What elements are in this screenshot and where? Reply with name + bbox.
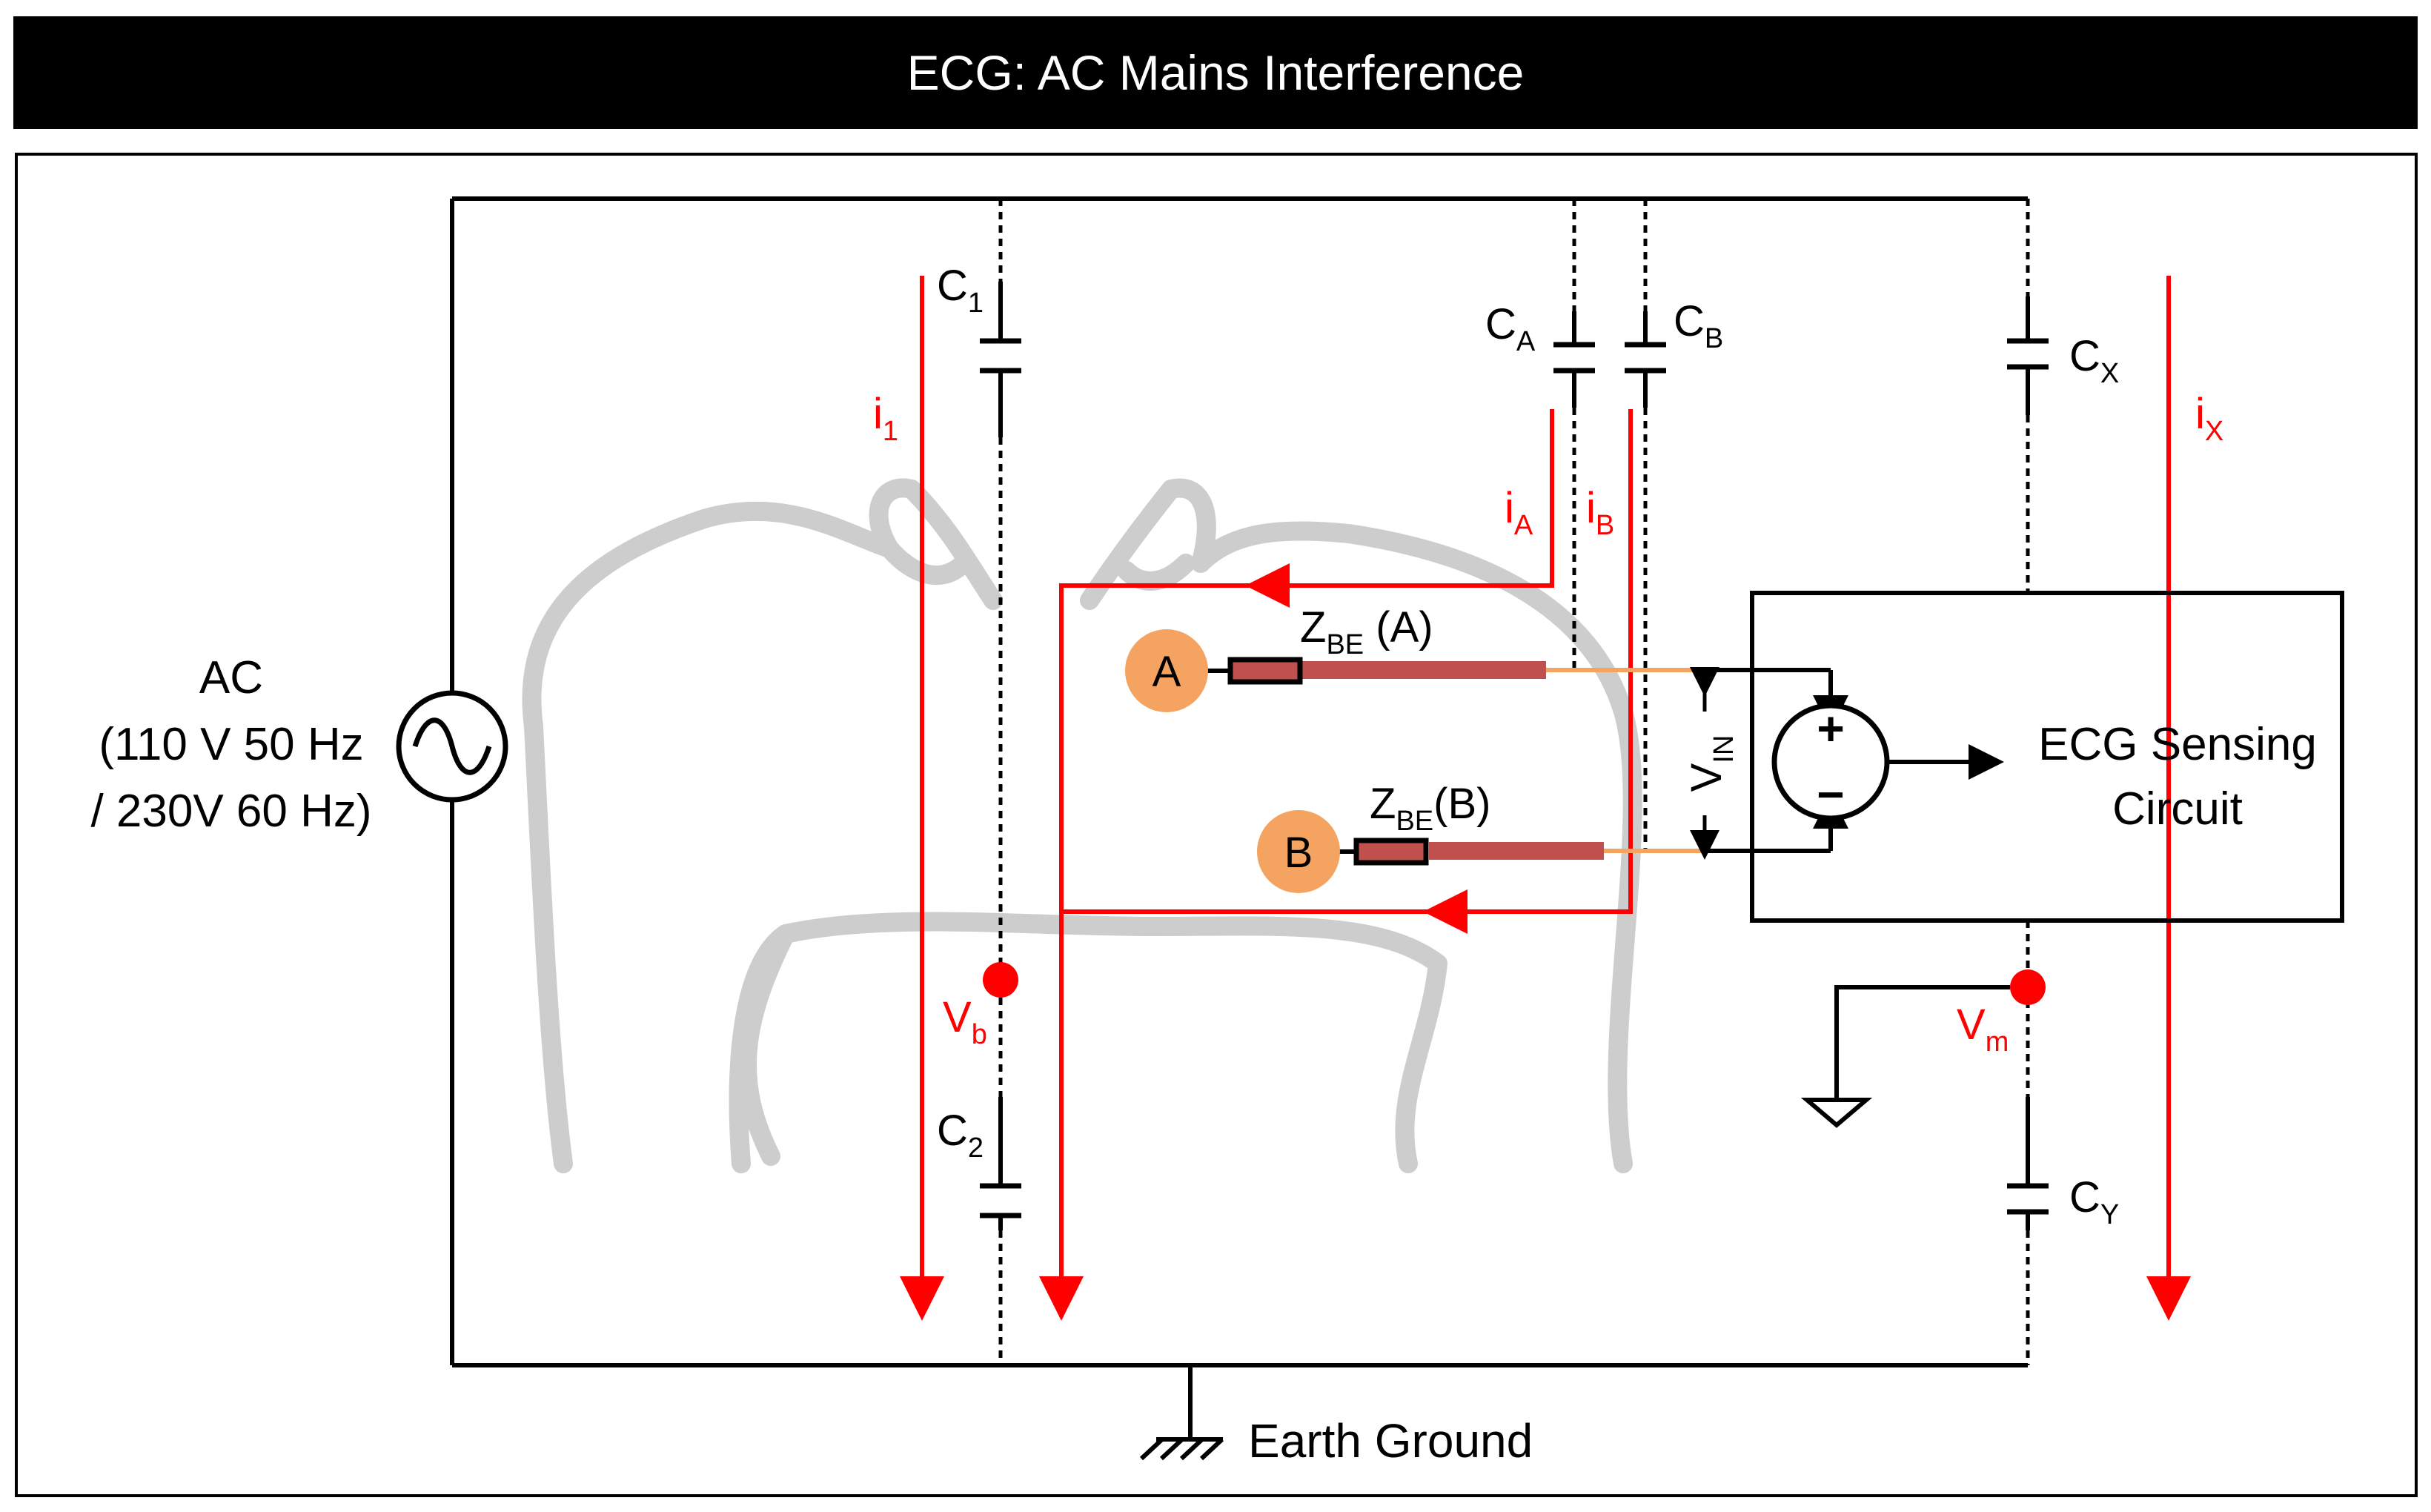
electrode-b: B: [1257, 810, 1604, 893]
amplifier-wiring: [1705, 668, 2004, 853]
impedance-zbe-b-icon: [1353, 838, 1429, 866]
differential-amplifier-icon: [1771, 703, 1890, 821]
diagram-frame: [15, 153, 2418, 1497]
ecg-sensing-circuit-box: [1750, 591, 2344, 923]
earth-ground-icon: [1139, 1437, 1224, 1461]
ac-source-spec-line2: / 230V 60 Hz): [90, 786, 371, 837]
electrode-a: A: [1125, 629, 1546, 712]
amplifier-plus-sign: +: [1817, 702, 1844, 755]
ac-source-spec-line1: (110 V 50 Hz: [99, 719, 363, 770]
current-ib-path: [1061, 409, 1633, 914]
capacitor-ca-icon: [1553, 342, 1595, 374]
electrode-lead-wires: [1546, 668, 1705, 853]
ac-source-icon: [396, 690, 508, 803]
voltage-vm-label: Vm: [1957, 1001, 2009, 1058]
electrode-a-lead: [1301, 661, 1546, 679]
local-ground-icon: [1800, 985, 2010, 1128]
electrode-a-icon: [1125, 629, 1208, 712]
ecg-sensing-circuit-label-line2: Circuit: [2112, 783, 2243, 835]
capacitor-cx-icon: [2007, 338, 2049, 370]
capacitor-c1-label: C1: [937, 262, 984, 319]
voltage-vb-label: Vb: [943, 993, 987, 1050]
ecg-sensing-circuit-label-line1: ECG Sensing: [2038, 719, 2317, 770]
current-paths: [900, 276, 2191, 1321]
title-bar: ECG: AC Mains Interference: [13, 16, 2418, 129]
node-vm-marker: [2010, 969, 2046, 1005]
capacitor-cy-icon: [2007, 1183, 2049, 1215]
electrode-a-label: A: [1153, 648, 1181, 696]
capacitor-cb-icon: [1625, 342, 1666, 374]
impedance-zbe-a-label: ZBE (A): [1300, 603, 1433, 660]
current-ia-label: iA: [1505, 484, 1533, 541]
node-vb-marker: [983, 962, 1018, 998]
coupling-paths: [998, 199, 2030, 1365]
capacitor-c2-label: C2: [937, 1107, 984, 1164]
voltage-vin-label: VIN: [1682, 735, 1739, 792]
mains-wiring: [450, 196, 2028, 1439]
electrode-b-icon: [1257, 810, 1340, 893]
capacitor-leads: [998, 282, 2030, 1230]
capacitor-c2-icon: [980, 1183, 1021, 1218]
capacitor-c1-icon: [980, 338, 1021, 374]
capacitor-cb-label: CB: [1674, 297, 1723, 354]
current-ib-label: iB: [1586, 484, 1614, 541]
current-ix-label: iX: [2195, 390, 2223, 447]
electrode-b-lead: [1429, 842, 1604, 860]
impedance-zbe-b-label: ZBE(B): [1370, 780, 1490, 837]
ac-source-label: AC: [199, 652, 263, 703]
page-title: ECG: AC Mains Interference: [906, 45, 1525, 100]
earth-ground-label: Earth Ground: [1248, 1414, 1533, 1468]
capacitor-cy-label: CY: [2069, 1173, 2119, 1230]
capacitor-ca-label: CA: [1485, 300, 1536, 357]
electrode-b-label: B: [1284, 829, 1313, 877]
capacitor-cx-label: CX: [2069, 332, 2119, 389]
impedance-zbe-a-icon: [1227, 657, 1303, 685]
current-i1-label: i1: [873, 390, 898, 447]
amplifier-minus-sign: −: [1817, 768, 1844, 821]
